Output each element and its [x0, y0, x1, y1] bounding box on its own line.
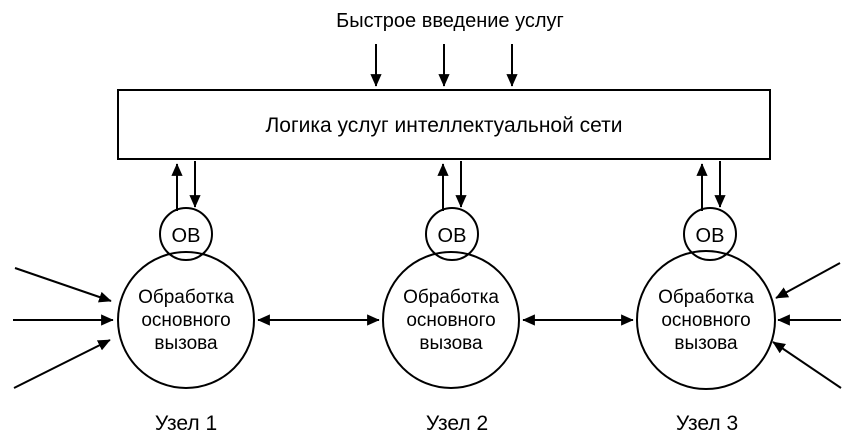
- node2-ob-circle: [425, 207, 479, 261]
- node3-circle-line2: основного: [661, 310, 750, 331]
- fast-service-introduction-label: Быстрое введение услуг: [336, 10, 564, 32]
- node2-circle-line2: основного: [406, 310, 495, 331]
- incoming-arrow-left-3: [13, 339, 111, 389]
- node2-label: Узел 2: [426, 412, 488, 435]
- service-logic-box: [117, 89, 771, 160]
- incoming-arrow-right-1: [775, 262, 841, 299]
- incoming-arrow-right-3: [772, 341, 842, 389]
- node1-circle-line3: вызова: [154, 333, 218, 354]
- incoming-arrow-left-1: [14, 267, 112, 303]
- node2-ob-label: ОВ: [438, 225, 467, 247]
- node3-ob-circle: [683, 207, 737, 261]
- node2-call-processing-circle: [382, 251, 520, 389]
- node2-circle-line1: Обработка: [403, 287, 499, 308]
- node1-ob-circle: [159, 207, 213, 261]
- node3-label: Узел 3: [676, 412, 738, 435]
- service-logic-label: Логика услуг интеллектуальной сети: [266, 114, 623, 137]
- node3-ob-label: ОВ: [696, 225, 725, 247]
- node1-ob-label: ОВ: [172, 225, 201, 247]
- node1-call-processing-circle: [117, 251, 255, 389]
- node2-circle-line3: вызова: [419, 333, 483, 354]
- node1-label: Узел 1: [155, 412, 217, 435]
- node1-circle-line2: основного: [141, 310, 230, 331]
- node3-circle-line1: Обработка: [658, 287, 754, 308]
- node3-circle-line3: вызова: [674, 333, 738, 354]
- node1-circle-line1: Обработка: [138, 287, 234, 308]
- node3-call-processing-circle: [636, 250, 776, 390]
